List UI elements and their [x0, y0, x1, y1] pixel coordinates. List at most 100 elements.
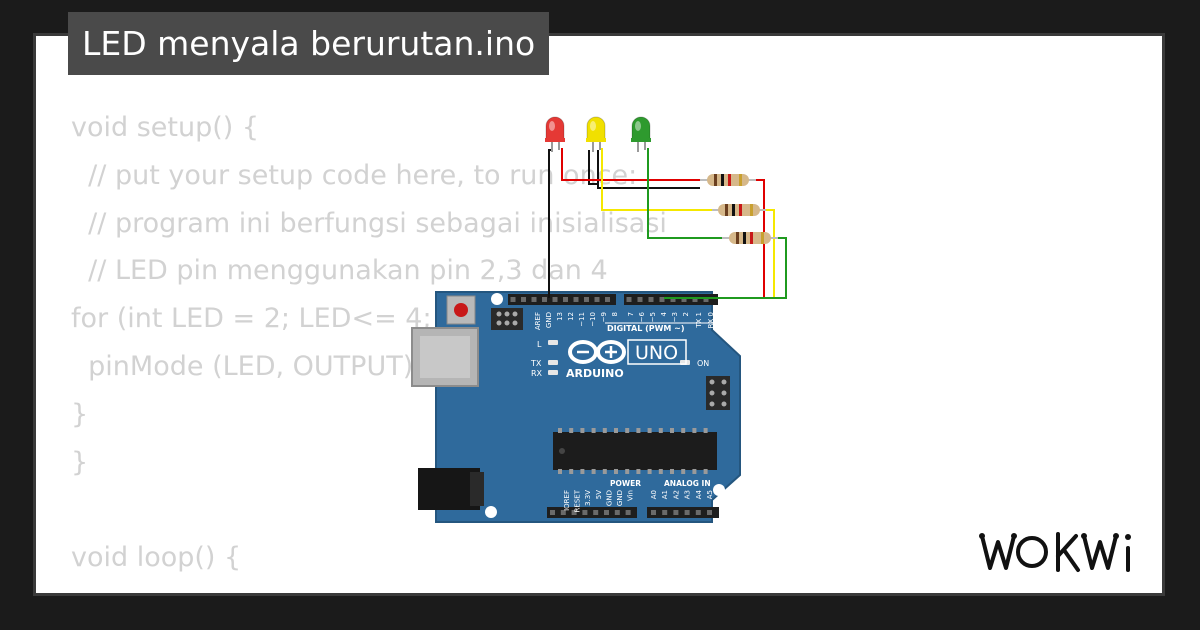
header-pin[interactable] — [692, 297, 698, 302]
header-pin[interactable] — [626, 297, 632, 302]
wires — [548, 148, 787, 299]
analog-pin-label: A0 — [650, 490, 658, 499]
wire-black — [597, 184, 700, 189]
digital-pin-label: ~9 — [600, 312, 608, 322]
wire-red — [561, 148, 708, 181]
header-pin[interactable] — [707, 510, 712, 515]
header-pin[interactable] — [703, 297, 709, 302]
atmega-chip — [553, 428, 717, 474]
usb-port — [411, 327, 479, 387]
digital-pin-label: ~3 — [671, 312, 679, 322]
power-pin-label: GND — [605, 490, 613, 506]
mount-hole — [485, 506, 497, 518]
header-pin[interactable] — [648, 297, 654, 302]
code-line: // put your setup code here, to run once… — [71, 159, 638, 191]
reset-button[interactable] — [446, 295, 476, 325]
analog-label: ANALOG IN — [664, 479, 711, 488]
header-pin[interactable] — [563, 297, 568, 302]
analog-pin-label: A4 — [695, 489, 703, 499]
digital-pin-label: GND — [545, 312, 553, 328]
digital-pin-label: ~6 — [638, 311, 646, 322]
icsp-header-right — [706, 376, 730, 410]
code-line: pinMode (LED, OUTPUT); — [71, 350, 423, 382]
analog-pin-label: A5 — [706, 490, 714, 499]
digital-pin-label: 12 — [567, 312, 575, 321]
led-yellow[interactable] — [586, 116, 606, 152]
code-line: void loop() { — [71, 542, 242, 574]
arduino-brand: ARDUINO — [566, 367, 624, 380]
header-pin[interactable] — [594, 297, 600, 302]
header-pin[interactable] — [593, 510, 599, 515]
header-pin[interactable] — [584, 297, 589, 302]
header-pin[interactable] — [659, 297, 665, 302]
header-pin[interactable] — [604, 510, 609, 515]
wire-yellow — [680, 209, 775, 299]
digital-pin-label: 4 — [660, 311, 668, 316]
analog-pin-label: A3 — [684, 490, 692, 499]
digital-pin-label: 8 — [611, 312, 619, 316]
arduino-logo-icon — [568, 340, 626, 364]
digital-pin-label: ~10 — [589, 312, 597, 327]
power-pin-label: IOREF — [563, 490, 571, 511]
led-green[interactable] — [631, 116, 651, 152]
header-pin[interactable] — [571, 510, 577, 515]
header-pin[interactable] — [552, 297, 558, 302]
power-pin-label: Vin — [627, 490, 635, 501]
header-pin[interactable] — [614, 510, 620, 515]
rx-led — [548, 370, 558, 375]
header-pin[interactable] — [573, 297, 579, 302]
header-pin[interactable] — [560, 510, 566, 515]
l-led — [548, 340, 558, 345]
header-pin[interactable] — [521, 297, 526, 302]
led-red[interactable] — [545, 116, 565, 152]
resistor[interactable] — [700, 174, 756, 186]
header-pin[interactable] — [662, 510, 668, 515]
resistor[interactable] — [722, 232, 778, 244]
header-pin[interactable] — [605, 297, 610, 302]
l-led-label: L — [537, 340, 542, 349]
resistor[interactable] — [712, 204, 766, 216]
code-line: } — [71, 398, 89, 430]
code-line: } — [71, 446, 89, 478]
header-pin[interactable] — [673, 510, 679, 515]
header-pin[interactable] — [542, 297, 547, 302]
tx-led — [548, 360, 558, 365]
on-led-label: ON — [697, 359, 709, 368]
digital-pin-label: 7 — [627, 312, 635, 316]
digital-pin-label: RX 0 — [707, 312, 715, 328]
project-title: LED menyala berurutan.ino — [68, 12, 550, 75]
digital-pin-label: AREF — [534, 312, 542, 330]
header-pin[interactable] — [531, 297, 537, 302]
code-line: // put your main code here, to run repea… — [71, 582, 707, 593]
analog-pin-label: A1 — [661, 490, 669, 499]
wire-black — [588, 150, 599, 185]
header-pin[interactable] — [684, 510, 690, 515]
header-pin[interactable] — [625, 510, 631, 515]
header-pin[interactable] — [695, 510, 701, 515]
code-line: // LED pin menggunakan pin 2,3 dan 4 — [71, 255, 608, 287]
header-pin[interactable] — [550, 510, 555, 515]
wire-yellow — [601, 148, 718, 211]
header-pin[interactable] — [637, 297, 643, 302]
analog-header[interactable] — [647, 507, 719, 518]
digital-label: DIGITAL (PWM ~) — [607, 324, 685, 333]
power-pin-label: 3.3V — [584, 490, 592, 506]
wire-black — [548, 149, 553, 298]
power-label: POWER — [610, 479, 641, 488]
power-header[interactable] — [547, 507, 637, 518]
bottom-header-pins — [550, 510, 712, 515]
wokwi-logo — [979, 532, 1131, 572]
code-line: // program ini berfungsi sebagai inisial… — [71, 207, 667, 239]
header-pin[interactable] — [670, 297, 676, 302]
tx-led-label: TX — [530, 359, 542, 368]
digital-pin-label: ~11 — [578, 312, 586, 327]
header-pin[interactable] — [510, 297, 516, 302]
header-pin[interactable] — [651, 510, 656, 515]
power-pin-label: GND — [616, 490, 624, 506]
header-pin[interactable] — [582, 510, 588, 515]
header-pin[interactable] — [681, 297, 687, 302]
